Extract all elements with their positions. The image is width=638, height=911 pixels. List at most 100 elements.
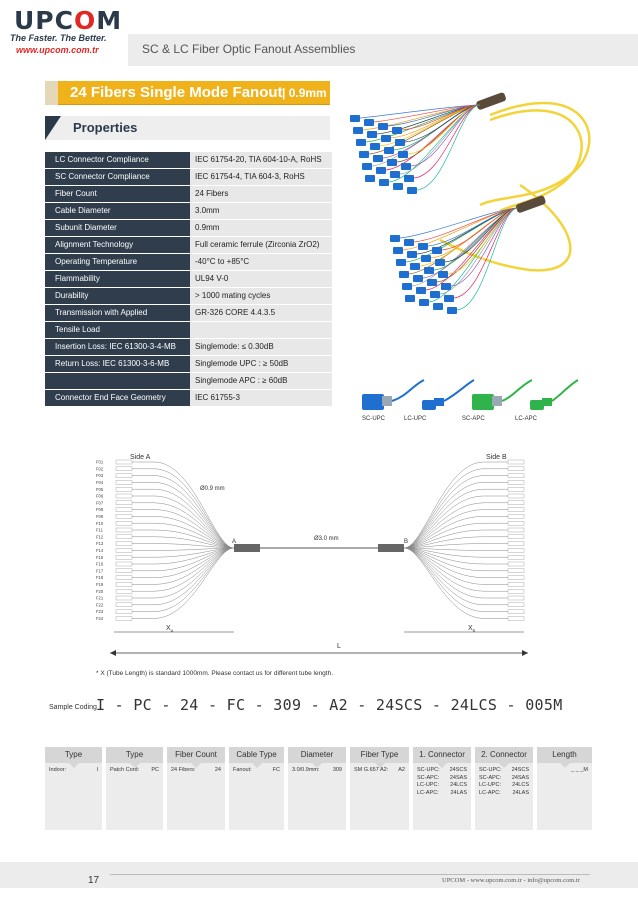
coding-option-label: Indoor: (49, 767, 67, 773)
connector-side-a-icon (115, 480, 133, 485)
property-value: > 1000 mating cycles (190, 288, 332, 304)
heading-triangle-icon (45, 116, 61, 140)
sc-connector-icon (427, 279, 437, 286)
coding-column-body: Patch Cord:PC (106, 763, 163, 775)
coding-option: LC-UPC:24LCS (417, 782, 467, 790)
sc-connector-icon (441, 283, 451, 290)
product-title: 24 Fibers Single Mode Fanout (70, 84, 283, 101)
fiber-line-side-a (132, 536, 235, 549)
property-row: Operating Temperature-40°C to +85°C (45, 254, 332, 271)
fiber-label: F13 (96, 541, 104, 546)
fiber-line-side-a (132, 495, 235, 549)
connector-side-a-icon (115, 568, 133, 574)
fiber-strand (447, 207, 519, 275)
sc-connector-icon (393, 247, 403, 254)
product-subtitle: | 0.9mm (282, 86, 327, 100)
connector-side-b-icon (507, 500, 525, 505)
property-value: 24 Fibers (190, 186, 332, 202)
sc-connector-icon (404, 239, 414, 246)
coding-option-code: 24LAS (450, 789, 467, 796)
coding-option: Fanout:FC (233, 767, 280, 775)
fiber-line-side-b (403, 547, 508, 592)
side-b-label: Side B (486, 454, 507, 461)
sc-connector-icon (418, 243, 428, 250)
connector-side-b-icon (507, 595, 525, 601)
sc-connector-icon (432, 247, 442, 254)
fiber-line-side-a (132, 547, 235, 578)
property-row: Tensile Load (45, 322, 332, 339)
coding-option-label: SC-APC: (479, 774, 502, 781)
connector-side-a-icon (115, 602, 133, 608)
sc-connector-icon (399, 271, 409, 278)
fiber-label: F14 (96, 548, 104, 553)
property-value: UL94 V-0 (190, 271, 332, 287)
sc-connector-icon (367, 131, 377, 138)
connector-side-b-icon (507, 541, 525, 546)
lc-upc-connector-icon (422, 379, 475, 410)
property-label: Alignment Technology (45, 237, 190, 253)
connector-side-b-icon (507, 602, 525, 608)
sc-connector-icon (404, 175, 414, 182)
connector-side-a-icon (115, 534, 133, 540)
fiber-line-side-b (403, 502, 508, 549)
property-row: Singlemode APC : ≥ 60dB (45, 373, 332, 390)
coding-column-header: Type (106, 747, 163, 768)
coding-option-label: SC-APC: (417, 774, 440, 781)
xa-letter: X (166, 625, 171, 632)
connector-side-a-icon (115, 554, 133, 560)
sc-connector-icon (447, 307, 457, 314)
fiber-label: F23 (96, 609, 104, 614)
sc-connector-icon (424, 267, 434, 274)
connector-side-a-icon (115, 548, 133, 553)
coding-option-code: 24SAS (449, 774, 467, 781)
xb-label: XB (468, 625, 476, 633)
connector-side-b-icon (507, 575, 525, 580)
sc-connector-icon (421, 255, 431, 262)
coding-option-code: _ _ _M (571, 767, 588, 773)
coding-option: SC-APC: 24SAS (417, 775, 467, 783)
top-fanout-icon (350, 104, 481, 194)
coding-option-code: FC (272, 767, 280, 773)
fiber-line-side-b (403, 543, 508, 549)
connector-label-lc-apc: LC-APC (515, 416, 538, 422)
property-value: Full ceramic ferrule (Zirconia ZrO2) (190, 237, 332, 253)
connector-side-a-icon (115, 493, 133, 499)
coding-option-code: A2 (398, 767, 405, 773)
xa-subscript: A (171, 628, 174, 633)
coding-option: SC-APC:24SAS (479, 775, 529, 783)
sc-connector-icon (444, 295, 454, 302)
sc-connector-icon (433, 303, 443, 310)
fiber-label: F11 (96, 528, 104, 533)
fiber-line-side-b (403, 509, 508, 549)
property-value: GR-326 CORE 4.4.3.5 (190, 305, 332, 321)
connector-side-b-icon (507, 493, 525, 499)
connector-side-b-icon (507, 527, 525, 533)
fiber-strand (402, 104, 481, 187)
coding-option: Patch Cord:PC (110, 767, 159, 775)
property-value: -40°C to +85°C (190, 254, 332, 270)
connector-side-b-icon (507, 480, 525, 485)
sc-apc-connector-icon (472, 379, 533, 410)
fiber-label: F04 (96, 480, 104, 485)
fiber-label: F09 (96, 514, 104, 519)
length-label: L (337, 643, 341, 650)
coding-option-label: SC-UPC: (479, 767, 502, 773)
fiber-labels: F01F02F03F04F05F06F07F08F09F10F11F12F13F… (96, 460, 104, 621)
sc-connector-icon (390, 171, 400, 178)
coding-option-code: 24SCS (449, 767, 467, 773)
connector-side-a-icon (115, 616, 133, 621)
connector-samples (362, 379, 579, 410)
coding-column-body: Fanout:FC (229, 763, 284, 775)
connector-side-b-icon (507, 616, 525, 621)
property-label: Subunit Diameter (45, 220, 190, 236)
connector-side-b-icon (507, 514, 525, 519)
